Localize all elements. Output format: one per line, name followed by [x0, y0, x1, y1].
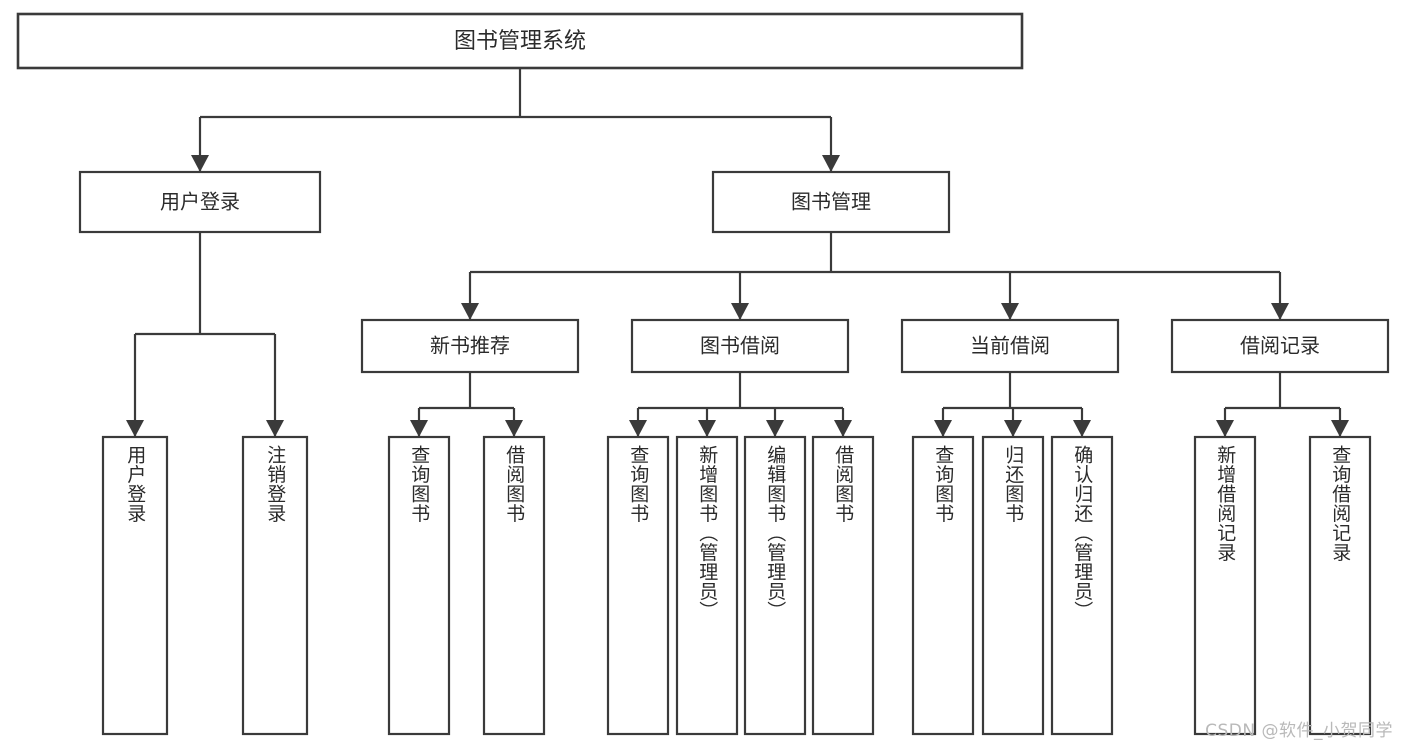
node-box-user-login[interactable]	[78, 170, 322, 234]
node-box-leaf-current-return-book[interactable]	[981, 435, 1045, 736]
boxes-layer	[16, 12, 1390, 736]
edge-arrowhead-leaf-record-add	[1216, 420, 1234, 437]
node-box-leaf-record-add[interactable]	[1193, 435, 1257, 736]
node-box-root[interactable]	[16, 12, 1024, 70]
node-box-leaf-borrow-add-book[interactable]	[675, 435, 739, 736]
node-box-leaf-user-logout[interactable]	[241, 435, 309, 736]
node-box-leaf-recommend-borrow-book[interactable]	[482, 435, 546, 736]
node-box-new-book-recommend[interactable]	[360, 318, 580, 374]
edge-arrowhead-leaf-recommend-query-book	[410, 420, 428, 437]
edge-arrowhead-current-borrow	[1001, 303, 1019, 320]
node-box-leaf-borrow-query-book[interactable]	[606, 435, 670, 736]
edge-arrowhead-leaf-recommend-borrow-book	[505, 420, 523, 437]
node-box-leaf-user-login[interactable]	[101, 435, 169, 736]
node-label-book-borrow: 图书借阅	[700, 334, 780, 358]
node-box-current-borrow[interactable]	[900, 318, 1120, 374]
edge-arrowhead-book-borrow	[731, 303, 749, 320]
node-box-borrow-record[interactable]	[1170, 318, 1390, 374]
edge-arrowhead-leaf-borrow-query-book	[629, 420, 647, 437]
edge-arrowhead-leaf-user-logout	[266, 420, 284, 437]
edge-arrowhead-leaf-current-query-book	[934, 420, 952, 437]
node-label-new-book-recommend: 新书推荐	[430, 334, 510, 358]
node-box-leaf-current-confirm-return[interactable]	[1050, 435, 1114, 736]
edge-arrowhead-leaf-borrow-borrow-book	[834, 420, 852, 437]
edge-arrowhead-leaf-current-confirm-return	[1073, 420, 1091, 437]
edges-layer	[126, 68, 1349, 437]
node-box-leaf-record-query[interactable]	[1308, 435, 1372, 736]
node-label-user-login: 用户登录	[160, 190, 240, 214]
node-box-book-manage[interactable]	[711, 170, 951, 234]
edge-arrowhead-user-login	[191, 155, 209, 172]
edge-arrowhead-book-manage	[822, 155, 840, 172]
node-box-leaf-recommend-query-book[interactable]	[387, 435, 451, 736]
edge-arrowhead-leaf-borrow-edit-book	[766, 420, 784, 437]
node-label-borrow-record: 借阅记录	[1240, 334, 1320, 358]
node-box-book-borrow[interactable]	[630, 318, 850, 374]
node-label-current-borrow: 当前借阅	[970, 334, 1050, 358]
node-box-leaf-borrow-edit-book[interactable]	[743, 435, 807, 736]
node-box-leaf-current-query-book[interactable]	[911, 435, 975, 736]
edge-arrowhead-borrow-record	[1271, 303, 1289, 320]
node-label-root: 图书管理系统	[454, 29, 586, 54]
edge-arrowhead-leaf-borrow-add-book	[698, 420, 716, 437]
edge-arrowhead-leaf-current-return-book	[1004, 420, 1022, 437]
edge-arrowhead-leaf-record-query	[1331, 420, 1349, 437]
watermark-text: CSDN @软件_小贺同学	[1205, 721, 1393, 741]
node-box-leaf-borrow-borrow-book[interactable]	[811, 435, 875, 736]
edge-arrowhead-new-book-recommend	[461, 303, 479, 320]
edge-arrowhead-leaf-user-login	[126, 420, 144, 437]
node-label-book-manage: 图书管理	[791, 190, 871, 214]
